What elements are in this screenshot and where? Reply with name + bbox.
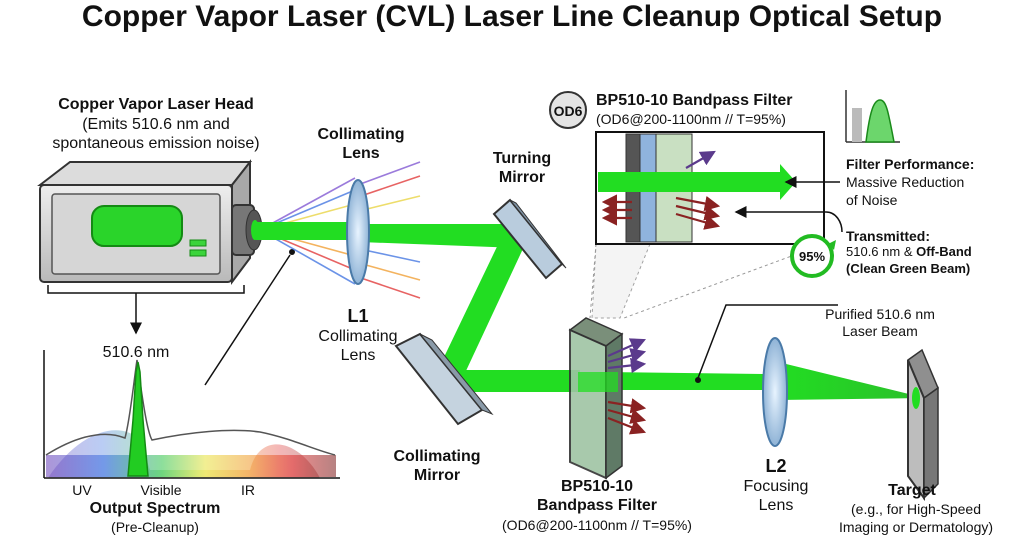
focused-beam-cone: [778, 362, 925, 400]
spectrum-axis-visible: Visible: [140, 482, 182, 498]
laser-head-bracket: [47, 285, 245, 335]
transmitted-wavelength: 510.6 nm &: [846, 244, 917, 259]
inset-title: BP510-10 Bandpass Filter: [596, 92, 793, 109]
output-spectrum-plot: [43, 350, 340, 479]
mini-transmission-plot: [845, 90, 900, 143]
laser-head-desc-1: (Emits 510.6 nm and: [82, 116, 230, 133]
target-desc-2: Imaging or Dermatology): [838, 519, 994, 535]
purified-beam-leader: [697, 304, 838, 379]
target-desc-1: (e.g., for High-Speed: [851, 501, 981, 517]
transmitted-offband: Off-Band: [916, 244, 972, 259]
l1-desc-2: Lens: [340, 347, 376, 364]
turning-mirror: [492, 198, 567, 280]
spectrum-subtitle: (Pre-Cleanup): [111, 519, 199, 535]
laser-head-title: Copper Vapor Laser Head: [58, 96, 254, 113]
target-title: Target: [888, 482, 936, 499]
l2-desc-2: Lens: [758, 497, 794, 514]
collimating-lens-top-label-2: Lens: [342, 145, 380, 162]
beam-segment-turning-to-collimating-mirror: [434, 230, 528, 388]
target: [907, 348, 939, 502]
beam-segment-laser-to-l1: [256, 222, 352, 240]
collimating-mirror: [394, 332, 494, 426]
l2-focusing-lens: [762, 337, 788, 447]
spectrum-peak-label: 510.6 nm: [102, 344, 170, 361]
spectrum-axis-uv: UV: [72, 482, 92, 498]
transmitted-title: Transmitted:: [846, 228, 931, 244]
transmitted-line-1: 510.6 nm & Off-Band: [846, 244, 1022, 260]
filter-inset: [589, 131, 825, 319]
bandpass-label-3: (OD6@200-1100nm // T=95%): [502, 517, 692, 533]
l1-name: L1: [347, 306, 369, 326]
laser-tube-window: [91, 205, 183, 247]
turning-mirror-label-1: Turning: [492, 150, 552, 167]
filter-performance-title: Filter Performance:: [846, 156, 975, 172]
laser-peak: [127, 361, 149, 477]
beam-segment-to-bandpass: [440, 370, 580, 392]
spectrum-color-band: [46, 455, 336, 477]
transmission-95-badge: 95%: [790, 234, 836, 278]
bandpass-label-2: Bandpass Filter: [536, 497, 658, 514]
collimating-mirror-label-2: Mirror: [413, 467, 461, 484]
filter-performance-line-1: Massive Reduction: [846, 174, 965, 190]
filter-performance-line-2: of Noise: [846, 192, 898, 208]
od6-badge: OD6: [549, 91, 587, 129]
inset-rejected-noise: [601, 150, 721, 230]
laser-head-desc-2: spontaneous emission noise): [52, 135, 260, 152]
noise-curve: [45, 359, 336, 456]
turning-mirror-label-2: Mirror: [498, 169, 546, 186]
l1-desc-1: Collimating: [318, 328, 398, 345]
beam-segment-l1-to-turning-mirror: [360, 224, 520, 248]
page-title: Copper Vapor Laser (CVL) Laser Line Clea…: [81, 0, 943, 33]
copper-vapor-laser-head: [37, 159, 263, 285]
inset-subtitle: (OD6@200-1100nm // T=95%): [596, 111, 786, 127]
bandpass-label-1: BP510-10: [560, 478, 634, 495]
collimating-lens-top-label-1: Collimating: [317, 126, 405, 143]
spectrum-title: Output Spectrum: [89, 500, 221, 517]
leader-dot: [289, 249, 295, 255]
l2-desc-1: Focusing: [743, 478, 809, 495]
spectrum-leader-line: [204, 254, 291, 386]
beam-segment-bandpass-to-l2: [600, 372, 765, 390]
l1-collimating-lens: [346, 179, 370, 285]
l2-name: L2: [765, 456, 787, 476]
bandpass-rejected-noise: [607, 338, 647, 435]
green-beam-path: [256, 222, 925, 400]
purified-beam-label-1: Purified 510.6 nm: [825, 306, 935, 322]
svg-text:OD6: OD6: [554, 103, 583, 119]
svg-text:95%: 95%: [799, 249, 825, 264]
collimating-mirror-label-1: Collimating: [393, 448, 481, 465]
spectrum-axis-ir: IR: [241, 482, 255, 498]
bandpass-filter: [568, 317, 624, 480]
transmitted-line-2: (Clean Green Beam): [846, 261, 971, 276]
inset-green-beam: [598, 164, 796, 200]
target-spot: [912, 387, 920, 409]
purified-beam-label-2: Laser Beam: [842, 323, 918, 339]
